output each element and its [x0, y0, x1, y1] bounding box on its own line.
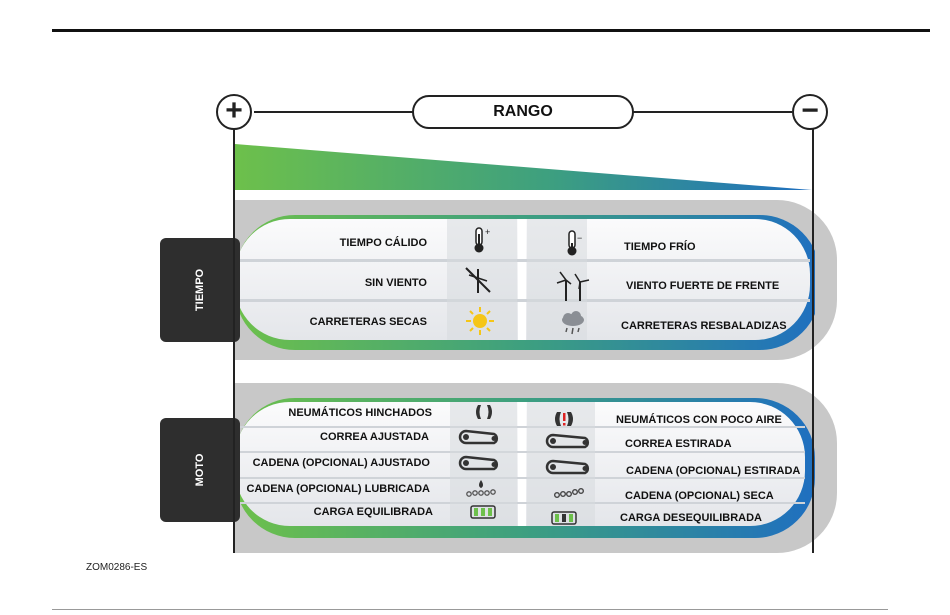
- moto-right-item-5: CARGA DESEQUILIBRADA: [620, 512, 762, 524]
- tiempo-label: TIEMPO: [194, 268, 206, 312]
- tire-icon: [476, 405, 492, 419]
- plus-icon: +: [216, 94, 252, 130]
- moto-right-item-3: CADENA (OPCIONAL) ESTIRADA: [626, 465, 801, 477]
- moto-right-item-4: CADENA (OPCIONAL) SECA: [625, 490, 774, 502]
- rain-cloud-icon: [562, 311, 584, 335]
- moto-right-item-2: CORREA ESTIRADA: [625, 438, 732, 450]
- svg-text:−: −: [577, 233, 582, 243]
- dry-chain-icon: [554, 488, 585, 498]
- balanced-load-icon: [470, 505, 496, 519]
- range-title: RANGO: [412, 95, 634, 129]
- no-wind-icon: [465, 267, 491, 293]
- thermometer-warm-icon: +: [474, 227, 490, 253]
- svg-text:+: +: [485, 227, 490, 237]
- chain-stretched-icon: [545, 459, 590, 475]
- tiempo-tab: TIEMPO: [160, 238, 240, 342]
- minus-icon: −: [792, 94, 828, 130]
- moto-left-item-4: CADENA (OPCIONAL) LUBRICADA: [246, 483, 430, 495]
- chain-icon: [458, 455, 499, 471]
- tiempo-right-item-2: VIENTO FUERTE DE FRENTE: [626, 280, 780, 292]
- belt-icon: [458, 429, 499, 445]
- top-rule: [52, 29, 930, 32]
- wind-turbine-icon: [556, 271, 590, 301]
- tiempo-right-item-3: CARRETERAS RESBALADIZAS: [621, 320, 787, 332]
- tiempo-right-item-1: TIEMPO FRÍO: [624, 241, 696, 253]
- moto-left-item-2: CORREA AJUSTADA: [320, 431, 429, 443]
- moto-left-item-1: NEUMÁTICOS HINCHADOS: [288, 407, 432, 419]
- moto-left-item-5: CARGA EQUILIBRADA: [313, 506, 433, 518]
- bottom-rule: [52, 609, 888, 610]
- sun-icon: [466, 307, 494, 335]
- range-right-line: [812, 128, 814, 553]
- tire-warning-icon: [555, 412, 573, 426]
- thermometer-cold-icon: −: [567, 230, 582, 256]
- tiempo-left-item-2: SIN VIENTO: [364, 277, 427, 289]
- oil-drop-chain-icon: [466, 480, 496, 497]
- tiempo-left-item-1: TIEMPO CÁLIDO: [339, 237, 427, 249]
- moto-tab: MOTO: [160, 418, 240, 522]
- tiempo-panel: [235, 215, 815, 350]
- tiempo-left-item-3: CARRETERAS SECAS: [309, 316, 427, 328]
- belt-stretched-icon: [545, 433, 590, 449]
- unbalanced-load-icon: [551, 511, 577, 525]
- range-gradient: [235, 144, 812, 190]
- moto-right-item-1: NEUMÁTICOS CON POCO AIRE: [616, 414, 782, 426]
- moto-left-item-3: CADENA (OPCIONAL) AJUSTADO: [252, 457, 430, 469]
- moto-label: MOTO: [194, 453, 206, 487]
- range-left-line: [233, 128, 235, 553]
- figure-code: ZOM0286-ES: [86, 562, 148, 573]
